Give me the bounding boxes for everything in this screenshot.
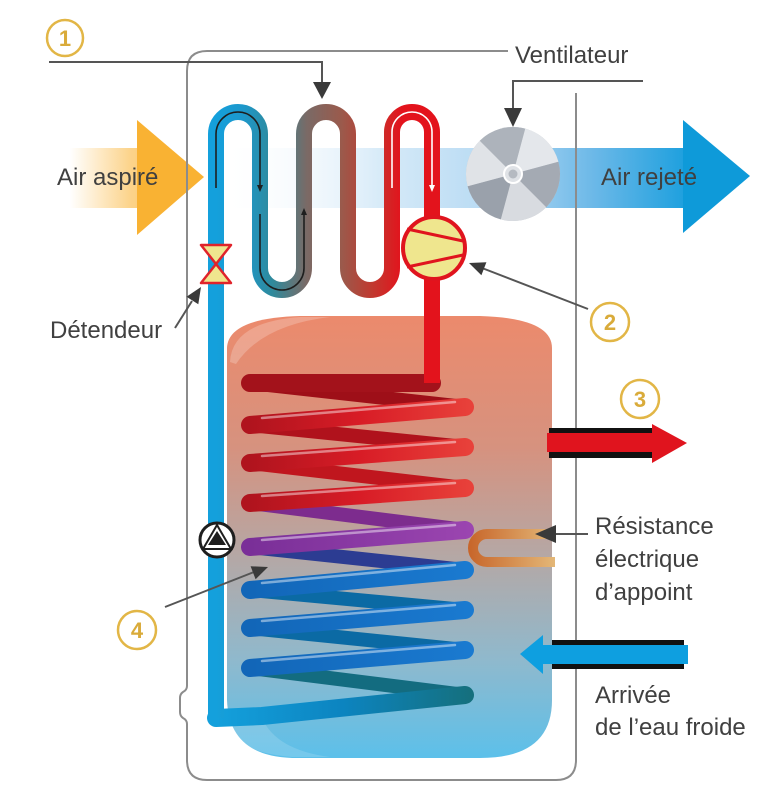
coil-highlight bbox=[260, 643, 457, 663]
inlet-pipe-border-top bbox=[552, 640, 684, 645]
heater-label: Résistance électrique d’appoint bbox=[595, 513, 720, 606]
callout-1: 1 bbox=[45, 18, 85, 58]
flow-line bbox=[259, 214, 305, 291]
callout-circle bbox=[589, 301, 631, 343]
callout-2-leader bbox=[469, 262, 589, 310]
arrowhead-icon bbox=[313, 82, 331, 99]
fan-hub-center bbox=[508, 169, 518, 179]
inlet-pipe-border-bottom bbox=[552, 664, 684, 669]
air-in-arrowhead bbox=[137, 120, 204, 235]
coil-bottom-return bbox=[207, 686, 474, 727]
coil-front-segment bbox=[241, 561, 474, 599]
flow-arrow-down-icon bbox=[257, 185, 263, 192]
flow-direction-marks bbox=[215, 111, 435, 291]
outlet-pipe-fill bbox=[547, 433, 655, 452]
callout-number: 4 bbox=[131, 618, 144, 643]
compressor-line bbox=[406, 253, 464, 269]
air-in-label: Air aspiré bbox=[57, 164, 158, 191]
cold-water-inlet-label: Arrivée de l’eau froide bbox=[595, 682, 746, 741]
arrowhead-icon bbox=[469, 262, 487, 276]
pump-icon bbox=[198, 521, 236, 559]
coil-highlight bbox=[260, 603, 457, 623]
coil-front-segment bbox=[241, 479, 474, 512]
fan-label: Ventilateur bbox=[515, 42, 628, 69]
cold-water-label-line-2: de l’eau froide bbox=[595, 714, 746, 741]
coil-highlights bbox=[260, 400, 457, 663]
callout-number: 2 bbox=[604, 310, 616, 335]
fan-icon bbox=[466, 127, 560, 221]
inlet-pipe-fill bbox=[540, 645, 688, 664]
tank-bottom-reflection bbox=[228, 718, 330, 757]
expansion-valve-label: Détendeur bbox=[50, 317, 162, 344]
compressor-line bbox=[406, 227, 464, 243]
coil-highlight bbox=[260, 523, 457, 542]
compressor-body bbox=[401, 215, 467, 281]
coil-highlight bbox=[260, 481, 457, 498]
air-out-arrowhead bbox=[683, 120, 750, 233]
pump-inner-triangle bbox=[208, 531, 226, 545]
cold-water-label-line-1: Arrivée bbox=[595, 682, 671, 709]
arrowhead-icon bbox=[535, 525, 556, 543]
compressor-icon bbox=[401, 215, 467, 281]
air-in-band bbox=[70, 148, 138, 208]
fan-blade bbox=[500, 174, 547, 221]
outlet-arrowhead-icon bbox=[652, 424, 687, 463]
coil-highlight bbox=[260, 440, 457, 458]
heater-leader bbox=[535, 525, 588, 543]
callout-number: 3 bbox=[634, 387, 646, 412]
callout-3: 3 bbox=[619, 378, 661, 420]
condenser-coil-front bbox=[207, 374, 474, 727]
flow-line bbox=[215, 111, 261, 188]
tank-highlight bbox=[230, 317, 330, 364]
coil-front-segment bbox=[241, 521, 474, 556]
flow-line bbox=[391, 111, 433, 188]
coil-front-segment bbox=[241, 601, 474, 637]
flow-arrow-down-icon bbox=[429, 185, 435, 192]
fan-blade bbox=[513, 128, 559, 174]
fan-blade bbox=[466, 140, 513, 187]
air-out-label: Air rejeté bbox=[601, 164, 697, 191]
flow-arrow-up-icon bbox=[301, 208, 307, 215]
cold-water-inlet-arrow bbox=[520, 635, 688, 674]
fan-blade bbox=[479, 127, 526, 174]
callout-4-leader bbox=[164, 566, 268, 608]
coil-highlight bbox=[260, 563, 457, 585]
heating-element-icon bbox=[468, 529, 555, 567]
callout-number: 1 bbox=[59, 26, 71, 51]
arrowhead-icon bbox=[250, 566, 268, 580]
coil-front-segment bbox=[241, 641, 474, 677]
fan-blade bbox=[467, 174, 513, 220]
fan-leader bbox=[504, 80, 643, 127]
heater-label-line-2: électrique bbox=[595, 546, 699, 573]
callout-circle bbox=[619, 378, 661, 420]
heater-label-line-1: Résistance bbox=[595, 513, 714, 540]
heater-label-line-3: d’appoint bbox=[595, 579, 693, 606]
hot-water-outlet-arrow bbox=[547, 424, 687, 463]
unit-casing bbox=[179, 50, 577, 781]
arrowhead-icon bbox=[504, 108, 522, 127]
valve-leader bbox=[174, 287, 201, 329]
expansion-valve-icon bbox=[199, 243, 233, 285]
callout-circle bbox=[45, 18, 85, 58]
valve-top-triangle bbox=[199, 243, 233, 266]
arrowhead-icon bbox=[186, 287, 201, 305]
valve-bottom-triangle bbox=[199, 262, 233, 285]
coil-front-segment bbox=[241, 438, 474, 472]
coil-highlight bbox=[260, 400, 457, 420]
coil-front-segment bbox=[241, 398, 474, 434]
callout-1-leader bbox=[49, 61, 331, 99]
fan-blade bbox=[513, 161, 560, 208]
inlet-arrowhead-icon bbox=[520, 635, 543, 674]
callout-circle bbox=[116, 609, 158, 651]
callout-4: 4 bbox=[116, 609, 158, 651]
callout-2: 2 bbox=[589, 301, 631, 343]
